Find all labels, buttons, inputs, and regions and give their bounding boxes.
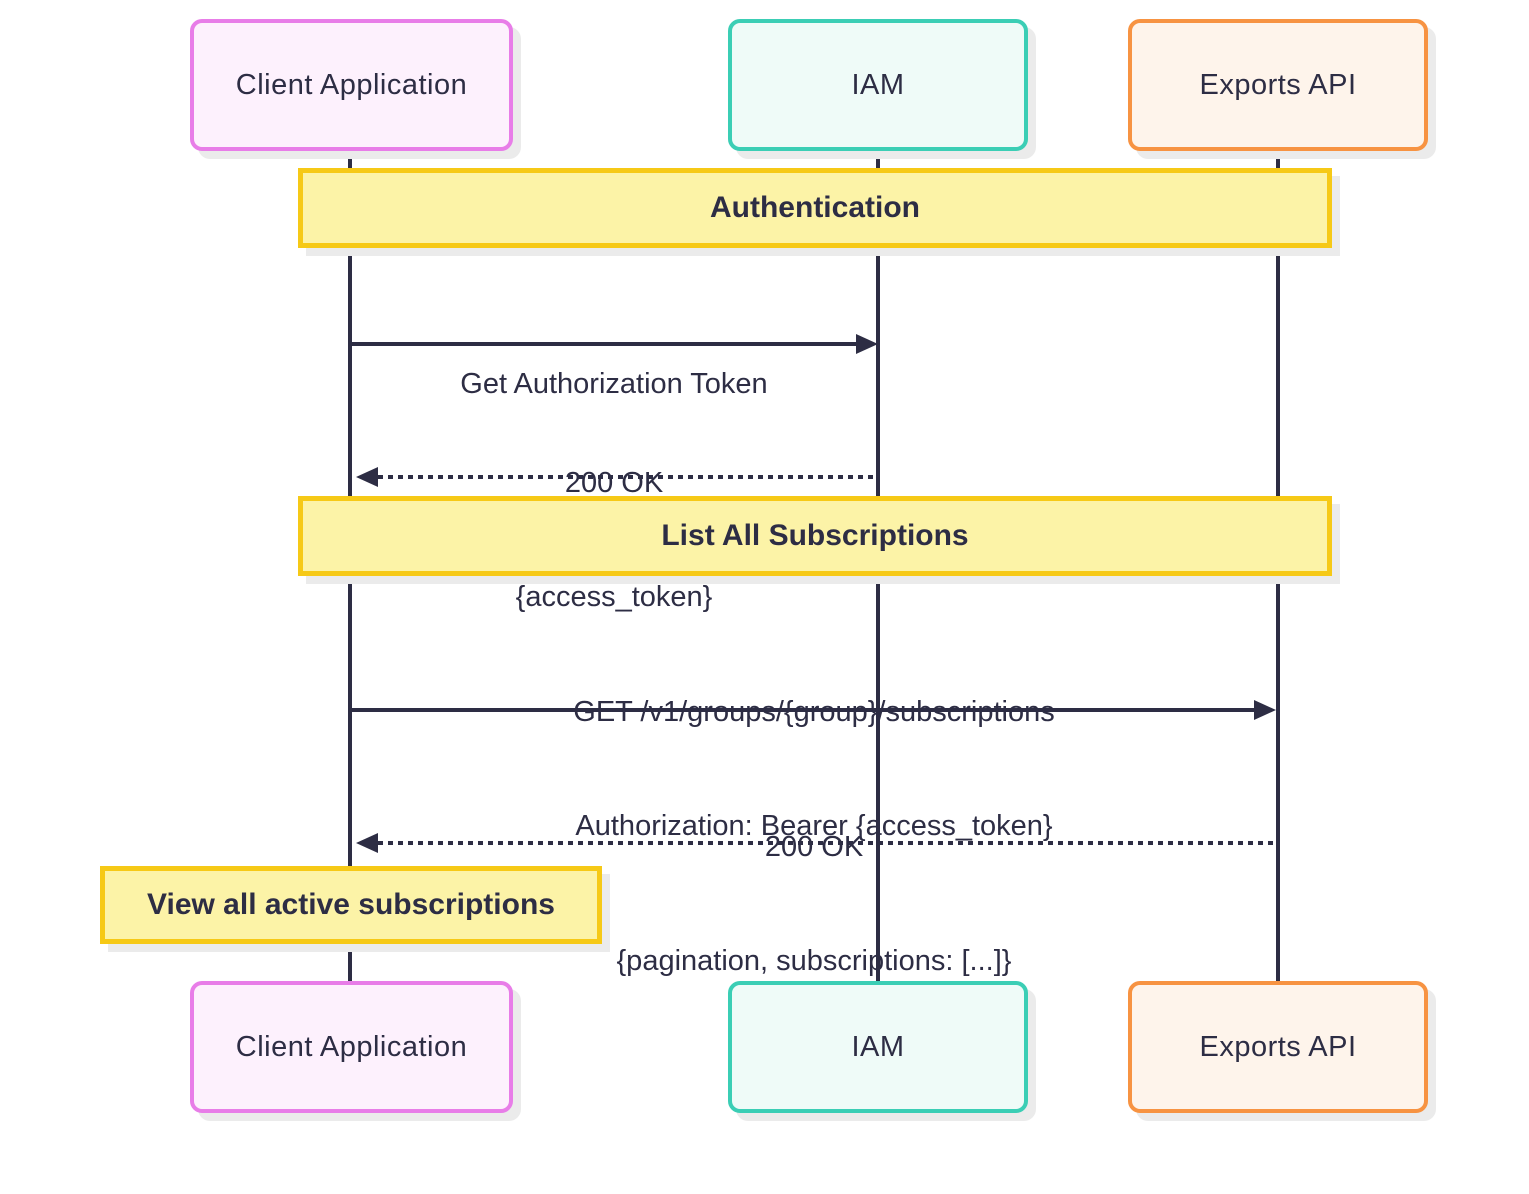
- message-arrow-dotted: [378, 841, 1276, 845]
- arrowhead-right-icon: [856, 334, 878, 354]
- note-view-all-active-subscriptions: View all active subscriptions: [100, 866, 602, 944]
- message-line: {pagination, subscriptions: [...]}: [616, 945, 1012, 977]
- message-line: GET /v1/groups/{group}/subscriptions: [573, 696, 1055, 728]
- message-arrow-line: [352, 708, 1256, 712]
- actor-exports-api-top: Exports API: [1128, 19, 1428, 151]
- section-label: Authentication: [710, 191, 920, 224]
- actor-exports-api-bottom: Exports API: [1128, 981, 1428, 1113]
- message-arrow-dotted: [378, 475, 876, 479]
- message-line: 200 OK: [764, 831, 864, 863]
- note-label: View all active subscriptions: [147, 888, 555, 921]
- message-line: 200 OK: [564, 467, 664, 499]
- actor-iam-top: IAM: [728, 19, 1028, 151]
- actor-iam-bottom: IAM: [728, 981, 1028, 1113]
- actor-client-application-bottom: Client Application: [190, 981, 513, 1113]
- actor-label: IAM: [851, 68, 905, 101]
- arrowhead-right-icon: [1254, 700, 1276, 720]
- arrowhead-left-icon: [356, 467, 378, 487]
- actor-label: Exports API: [1199, 68, 1357, 101]
- actor-label: Client Application: [235, 1030, 468, 1063]
- message-label-get-subscriptions-request: GET /v1/groups/{group}/subscriptions Aut…: [352, 617, 1276, 921]
- message-line: Get Authorization Token: [460, 368, 768, 400]
- message-label-get-authorization-token: Get Authorization Token: [352, 289, 876, 479]
- actor-label: Exports API: [1199, 1030, 1357, 1063]
- actor-client-application-top: Client Application: [190, 19, 513, 151]
- section-banner-authentication: Authentication: [298, 168, 1332, 248]
- actor-label: IAM: [851, 1030, 905, 1063]
- message-line: {access_token}: [515, 581, 713, 613]
- actor-label: Client Application: [235, 68, 468, 101]
- message-line: Authorization: Bearer {access_token}: [575, 810, 1053, 842]
- section-label: List All Subscriptions: [661, 519, 969, 552]
- section-banner-list-all-subscriptions: List All Subscriptions: [298, 496, 1332, 576]
- message-label-subscriptions-response: 200 OK {pagination, subscriptions: [...]…: [352, 752, 1276, 1056]
- message-label-access-token-response: 200 OK {access_token}: [352, 388, 876, 692]
- arrowhead-left-icon: [356, 833, 378, 853]
- message-arrow-line: [352, 342, 858, 346]
